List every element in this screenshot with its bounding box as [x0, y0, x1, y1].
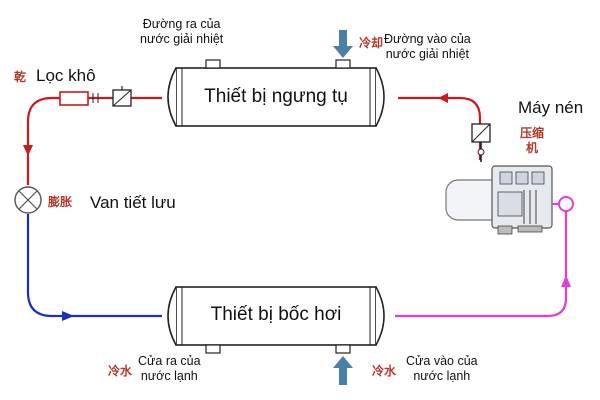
condenser-vessel [167, 59, 385, 127]
red-line-liquid [26, 96, 162, 185]
cooling-water-in-glyph: 冷却 [359, 36, 384, 50]
chilled-water-out-label: Cửa ra của nước lạnh [138, 354, 201, 384]
expansion-valve-label: Van tiết lưu [90, 193, 176, 212]
expansion-valve-symbol [14, 186, 42, 214]
chilled-water-out-line1: Cửa ra của [138, 354, 201, 368]
compressor-label: Máy nén [518, 98, 584, 117]
red-line-discharge [398, 96, 482, 160]
cooling-water-out-label: Đường ra của nước giải nhiệt [140, 17, 223, 47]
chilled-water-in-glyph: 冷水 [372, 364, 397, 378]
valve-glyph: 膨胀 [48, 195, 73, 209]
evaporator-vessel [167, 286, 385, 354]
cooling-water-in-line2: nước giải nhiệt [385, 47, 470, 61]
magenta-line [395, 212, 568, 318]
magenta-arrow [561, 275, 571, 287]
cooling-water-in-arrow [333, 30, 353, 58]
chilled-water-in-line2: nước lạnh [413, 369, 471, 383]
red-arrow-liquid [23, 145, 33, 156]
compressor-glyph-1: 压缩 [520, 126, 545, 140]
cooling-water-out-line1: Đường ra của [142, 17, 221, 31]
blue-line [26, 214, 162, 318]
compressor-unit [445, 165, 574, 235]
chilled-water-out-line2: nước lạnh [140, 369, 198, 383]
cooling-water-in-label: Đường vào của nước giải nhiệt [384, 32, 471, 62]
chilled-water-out-glyph: 冷水 [108, 364, 133, 378]
red-arrow-discharge [438, 93, 448, 103]
chilled-water-in-line1: Cửa vào của [406, 354, 478, 368]
chilled-water-in-label: Cửa vào của nước lạnh [406, 354, 478, 384]
cooling-water-in-line1: Đường vào của [384, 32, 471, 46]
blue-arrow [62, 311, 74, 321]
compressor-glyph-2: 机 [526, 141, 539, 155]
filter-drier [59, 86, 132, 107]
cooling-water-out-line2: nước giải nhiệt [140, 32, 224, 46]
filter-drier-label: Lọc khô [36, 66, 96, 85]
discharge-check-valve [471, 123, 491, 162]
filter-glyph: 乾 [14, 70, 27, 84]
evaporator-label: Thiết bị bốc hơi [210, 304, 342, 325]
condenser-label: Thiết bị ngưng tụ [204, 86, 348, 107]
chilled-water-in-arrow [333, 356, 353, 385]
